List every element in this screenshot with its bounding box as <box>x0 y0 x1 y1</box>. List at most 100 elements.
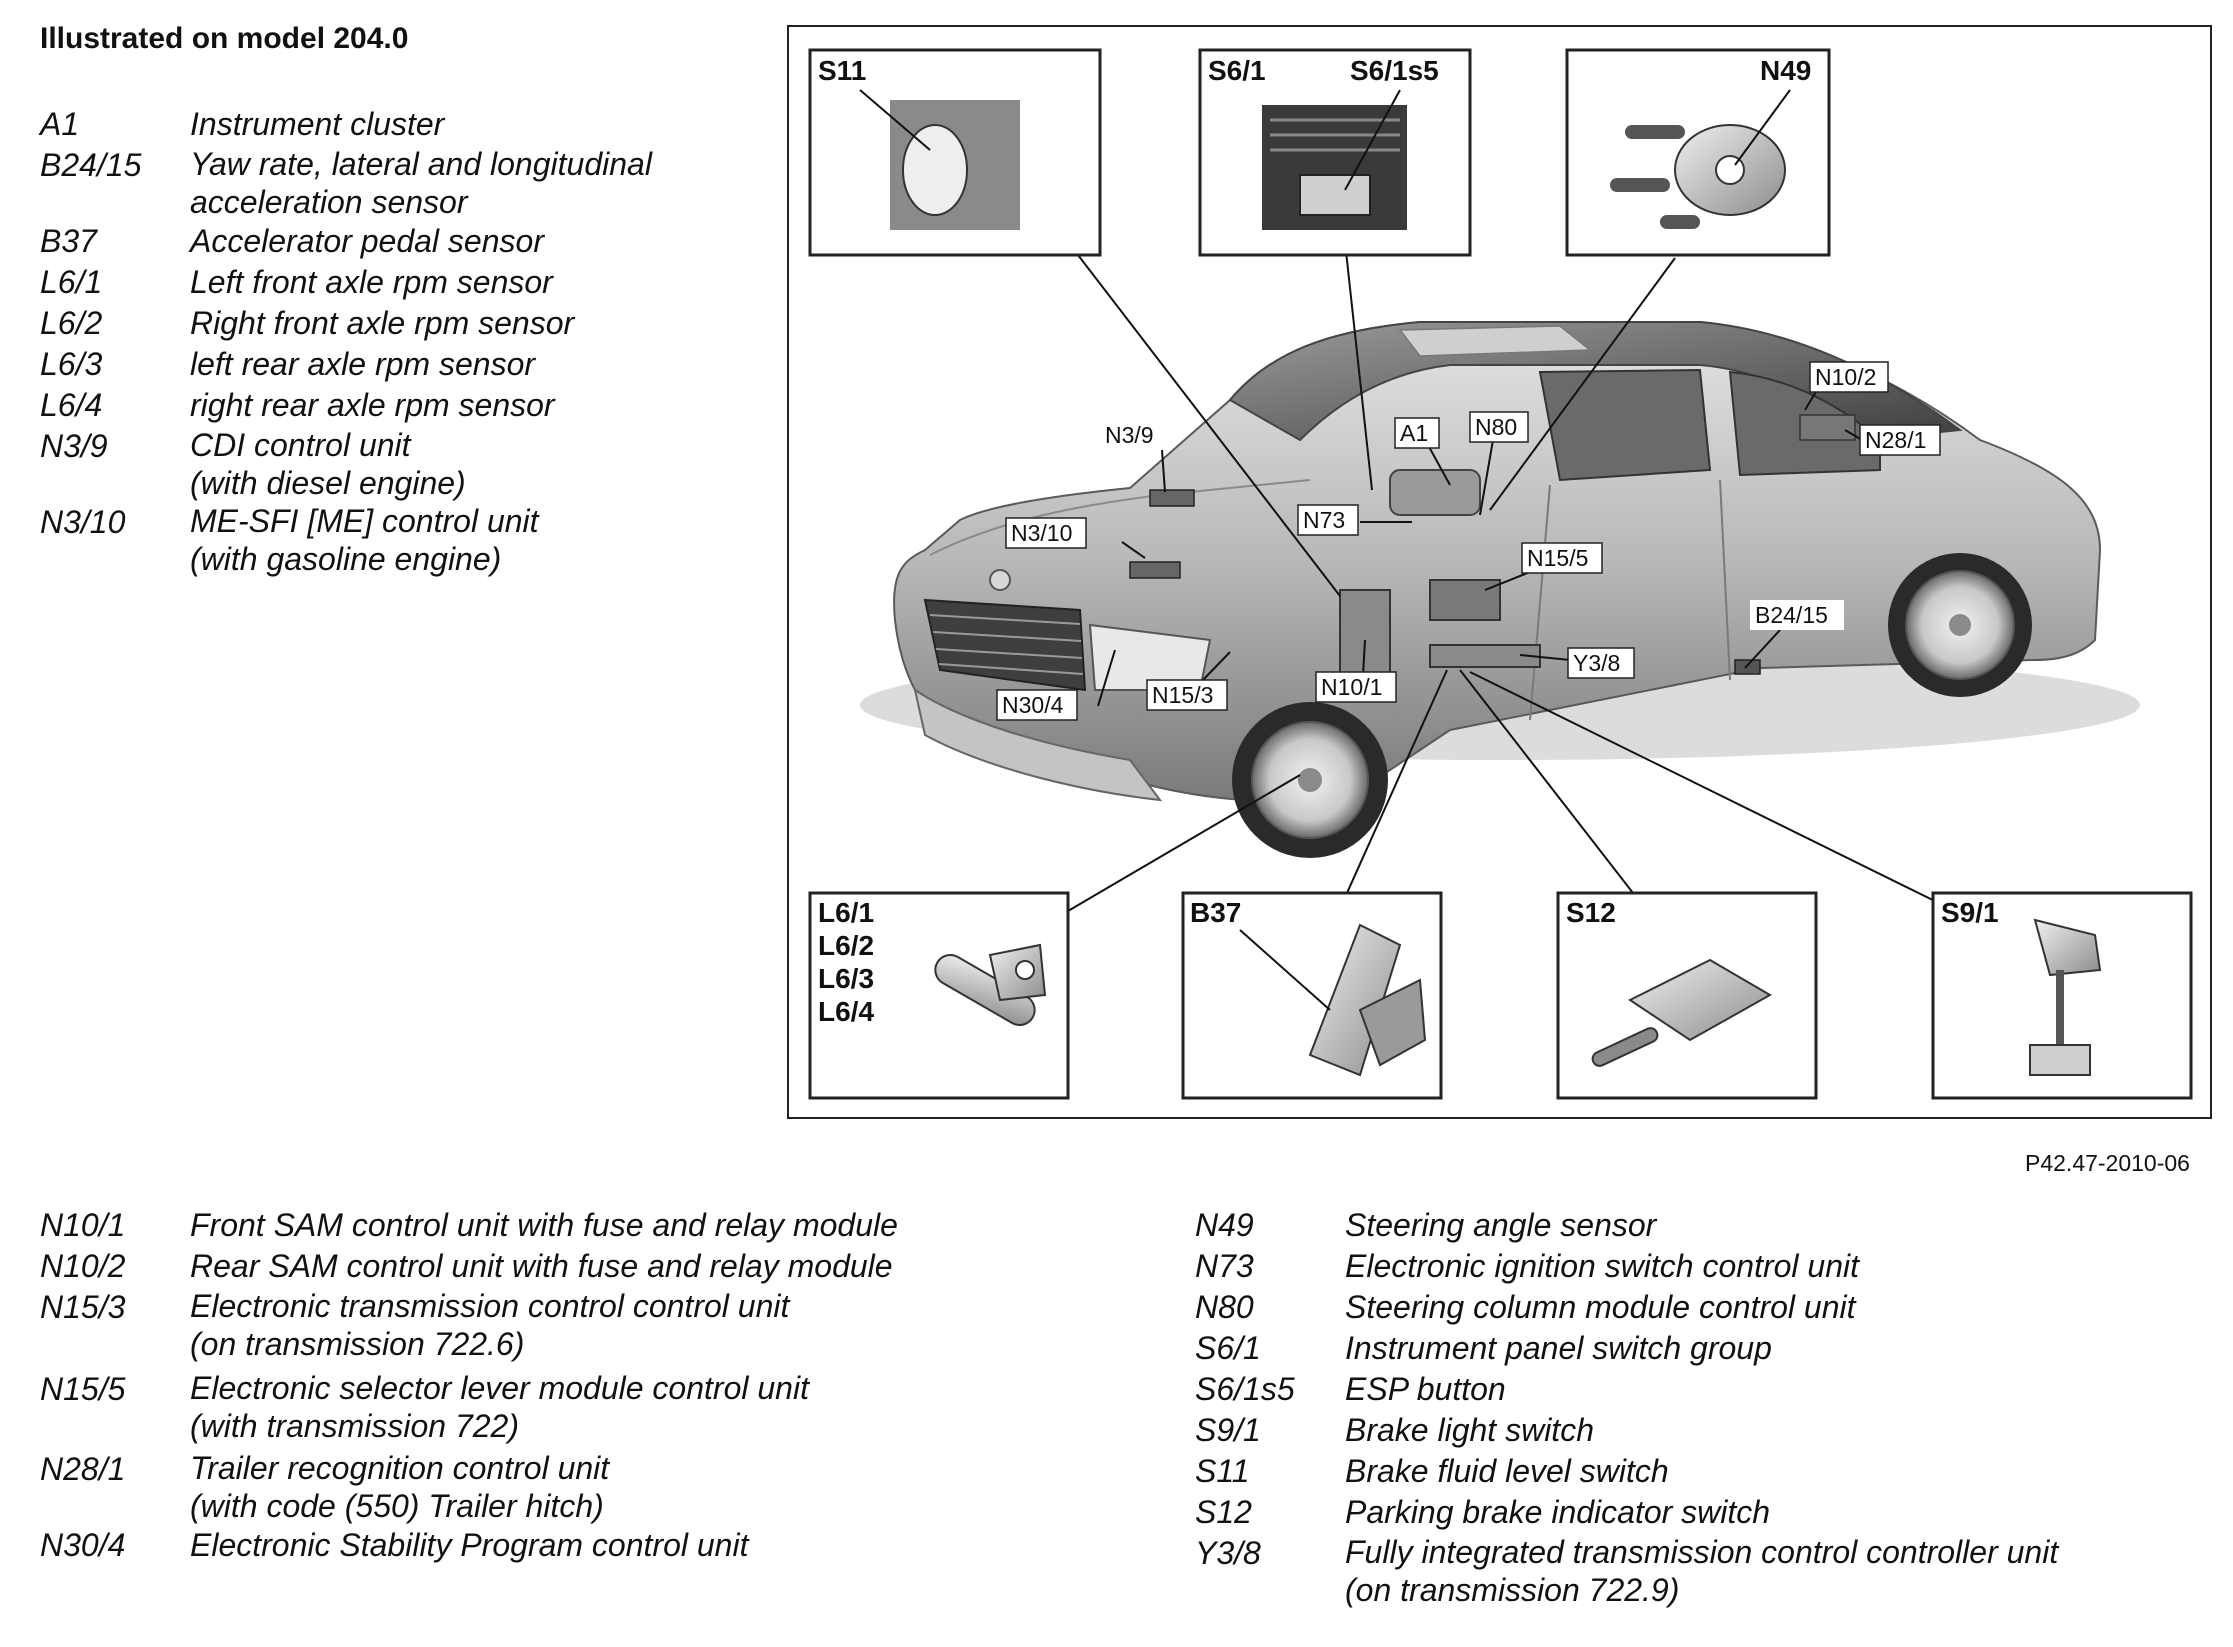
detail-box-label: L6/4 <box>818 996 874 1027</box>
legend-text: (with transmission 722) <box>190 1408 519 1444</box>
svg-text:N10/2: N10/2 <box>1815 364 1876 390</box>
legend-top: A1 Instrument cluster B24/15 Yaw rate, lat… <box>40 104 720 578</box>
legend-text: Yaw rate, lateral and longitudinal <box>190 146 652 182</box>
callout-n28-1: N28/1 <box>1859 424 1941 456</box>
legend-item: N15/3 Electronic transmission control con… <box>40 1287 1140 1363</box>
legend-item: S6/1 Instrument panel switch group <box>1195 1328 2215 1369</box>
detail-box-label: S11 <box>818 55 866 86</box>
legend-code: N10/1 <box>40 1207 126 1243</box>
legend-text: Electronic ignition switch control unit <box>1345 1248 1860 1284</box>
detail-box-label: S9/1 <box>1941 897 1999 928</box>
detail-box-label: L6/3 <box>818 963 874 994</box>
legend-code: B37 <box>40 223 97 259</box>
detail-box-label: S6/1s5 <box>1350 55 1439 86</box>
legend-item: N49 Steering angle sensor <box>1195 1205 2215 1246</box>
legend-text: ESP button <box>1345 1371 1506 1407</box>
legend-code: S11 <box>1195 1453 1250 1489</box>
callout-n30-4: N30/4 <box>996 689 1078 721</box>
page-title: Illustrated on model 204.0 <box>40 22 409 55</box>
legend-text: Trailer recognition control unit <box>190 1450 610 1486</box>
legend-code: Y3/8 <box>1195 1535 1261 1571</box>
legend-code: N3/9 <box>40 428 108 464</box>
svg-text:Y3/8: Y3/8 <box>1573 650 1620 676</box>
legend-text: Instrument panel switch group <box>1345 1330 1772 1366</box>
callout-n3-10: N3/10 <box>1005 517 1087 549</box>
callout-b24-15: B24/15 <box>1750 600 1844 630</box>
legend-text: CDI control unit <box>190 427 411 463</box>
legend-code: S6/1s5 <box>1195 1371 1295 1407</box>
legend-code: S9/1 <box>1195 1412 1261 1448</box>
svg-text:N15/5: N15/5 <box>1527 545 1588 571</box>
legend-text: Parking brake indicator switch <box>1345 1494 1771 1530</box>
legend-item: Y3/8 Fully integrated transmission contro… <box>1195 1533 2215 1609</box>
detail-box-label: L6/1 <box>818 897 874 928</box>
legend-bottom-right: N49 Steering angle sensor N73 Electronic i… <box>1195 1205 2215 1609</box>
detail-box-s6-1: S6/1 S6/1s5 <box>1198 48 1472 257</box>
callout-a1: A1 <box>1394 417 1440 449</box>
legend-item: N10/2 Rear SAM control unit with fuse and… <box>40 1246 1140 1287</box>
callout-y3-8: Y3/8 <box>1567 647 1635 679</box>
legend-code: S6/1 <box>1195 1330 1261 1366</box>
legend-code: A1 <box>40 106 80 142</box>
callout-n15-5: N15/5 <box>1521 542 1603 574</box>
detail-box-s11: S11 <box>808 48 1102 257</box>
legend-text: (on transmission 722.6) <box>190 1326 525 1362</box>
legend-text: Brake light switch <box>1345 1412 1594 1448</box>
detail-box-label: S6/1 <box>1208 55 1266 86</box>
svg-text:N30/4: N30/4 <box>1002 692 1064 718</box>
legend-text: Brake fluid level switch <box>1345 1453 1669 1489</box>
callout-n80: N80 <box>1469 411 1529 443</box>
leader-lines <box>1067 241 1954 912</box>
legend-code: N49 <box>1195 1207 1254 1243</box>
legend-text: right rear axle rpm sensor <box>190 387 555 423</box>
legend-item: B24/15 Yaw rate, lateral and longitudinal… <box>40 145 720 221</box>
legend-text: (with gasoline engine) <box>190 541 502 577</box>
detail-box-s12: S12 <box>1556 891 1818 1100</box>
legend-item: L6/2 Right front axle rpm sensor <box>40 303 720 344</box>
legend-text: Instrument cluster <box>190 106 445 142</box>
legend-code: N15/5 <box>40 1371 126 1407</box>
legend-text: Accelerator pedal sensor <box>190 223 544 259</box>
legend-code: N10/2 <box>40 1248 126 1284</box>
svg-text:B24/15: B24/15 <box>1755 602 1828 628</box>
legend-text: Electronic Stability Program control uni… <box>190 1527 749 1563</box>
legend-item: A1 Instrument cluster <box>40 104 720 145</box>
legend-text: Electronic transmission control control … <box>190 1288 790 1324</box>
legend-code: N73 <box>1195 1248 1254 1284</box>
detail-box-s9-1: S9/1 <box>1931 891 2193 1100</box>
legend-text: acceleration sensor <box>190 184 468 220</box>
legend-code: N80 <box>1195 1289 1254 1325</box>
legend-code: L6/2 <box>40 305 103 341</box>
svg-text:N10/1: N10/1 <box>1321 674 1382 700</box>
callout-n73: N73 <box>1297 504 1359 536</box>
legend-text: (with diesel engine) <box>190 465 466 501</box>
svg-text:A1: A1 <box>1400 420 1428 446</box>
detail-box-label: B37 <box>1190 897 1241 928</box>
detail-box-label: S12 <box>1566 897 1616 928</box>
detail-box-label: L6/2 <box>818 930 874 961</box>
legend-code: L6/3 <box>40 346 103 382</box>
legend-code: N3/10 <box>40 504 126 540</box>
legend-text: Rear SAM control unit with fuse and rela… <box>190 1248 893 1284</box>
svg-text:N80: N80 <box>1475 414 1517 440</box>
svg-text:N73: N73 <box>1303 507 1345 533</box>
legend-text: (on transmission 722.9) <box>1345 1572 1680 1608</box>
legend-text: Right front axle rpm sensor <box>190 305 575 341</box>
legend-item: S9/1 Brake light switch <box>1195 1410 2215 1451</box>
legend-text: Steering angle sensor <box>1345 1207 1657 1243</box>
legend-text: Steering column module control unit <box>1345 1289 1856 1325</box>
legend-text: Fully integrated transmission control co… <box>1345 1534 2059 1570</box>
legend-code: N28/1 <box>40 1451 126 1487</box>
legend-code: N15/3 <box>40 1289 126 1325</box>
legend-text: Electronic selector lever module control… <box>190 1370 809 1406</box>
legend-code: B24/15 <box>40 147 142 183</box>
detail-box-l6: L6/1 L6/2 L6/3 L6/4 <box>808 891 1070 1100</box>
svg-text:N28/1: N28/1 <box>1865 427 1926 453</box>
